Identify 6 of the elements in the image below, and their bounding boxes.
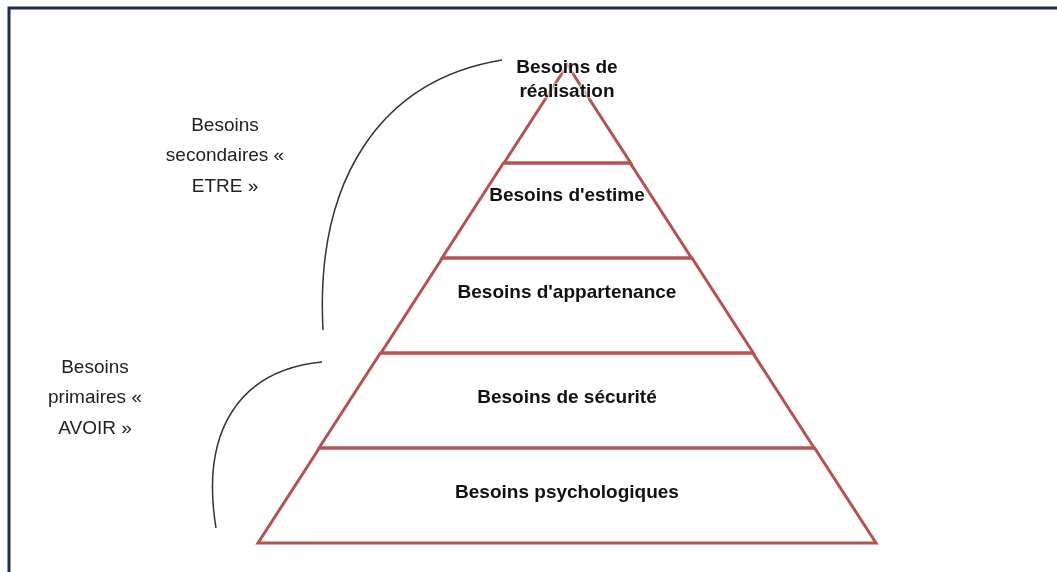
level-label: Besoins de sécurité bbox=[476, 385, 658, 409]
level-label: Besoins d'estime bbox=[488, 183, 646, 207]
group-label: Besoins primaires « AVOIR » bbox=[47, 355, 143, 440]
group-label: Besoins secondaires « ETRE » bbox=[164, 113, 286, 198]
level-label: Besoins d'appartenance bbox=[456, 280, 678, 304]
level-label: Besoins psychologiques bbox=[454, 480, 680, 504]
